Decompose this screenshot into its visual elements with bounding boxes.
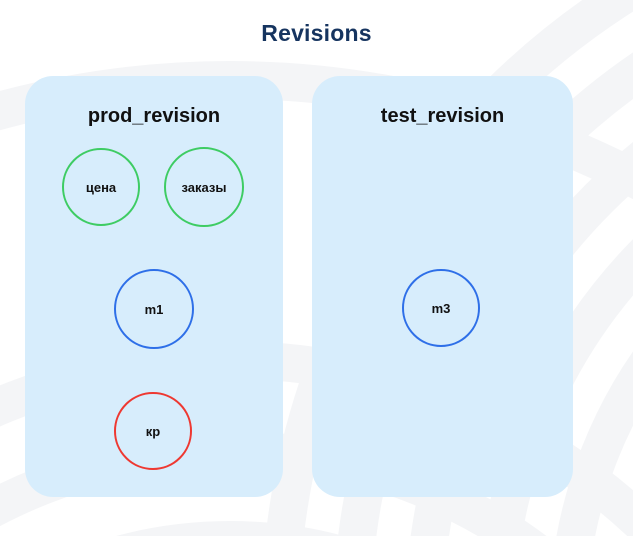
node-kr: кр (114, 392, 192, 470)
node-label: m1 (144, 301, 164, 317)
panel-test-revision: test_revision m3 (312, 76, 573, 497)
node-cena: цена (62, 148, 140, 226)
node-label: m3 (431, 300, 451, 316)
node-m1: m1 (114, 269, 194, 349)
panel-title-test-revision: test_revision (380, 105, 505, 127)
node-label: заказы (181, 179, 227, 195)
node-m3: m3 (402, 269, 480, 347)
node-zakazy: заказы (164, 147, 244, 227)
panel-prod-revision: prod_revision цена заказы m1 кр (25, 76, 283, 497)
page-title: Revisions (261, 20, 372, 46)
node-label: цена (85, 179, 117, 195)
panel-title-prod-revision: prod_revision (87, 105, 221, 127)
node-label: кр (145, 423, 161, 439)
